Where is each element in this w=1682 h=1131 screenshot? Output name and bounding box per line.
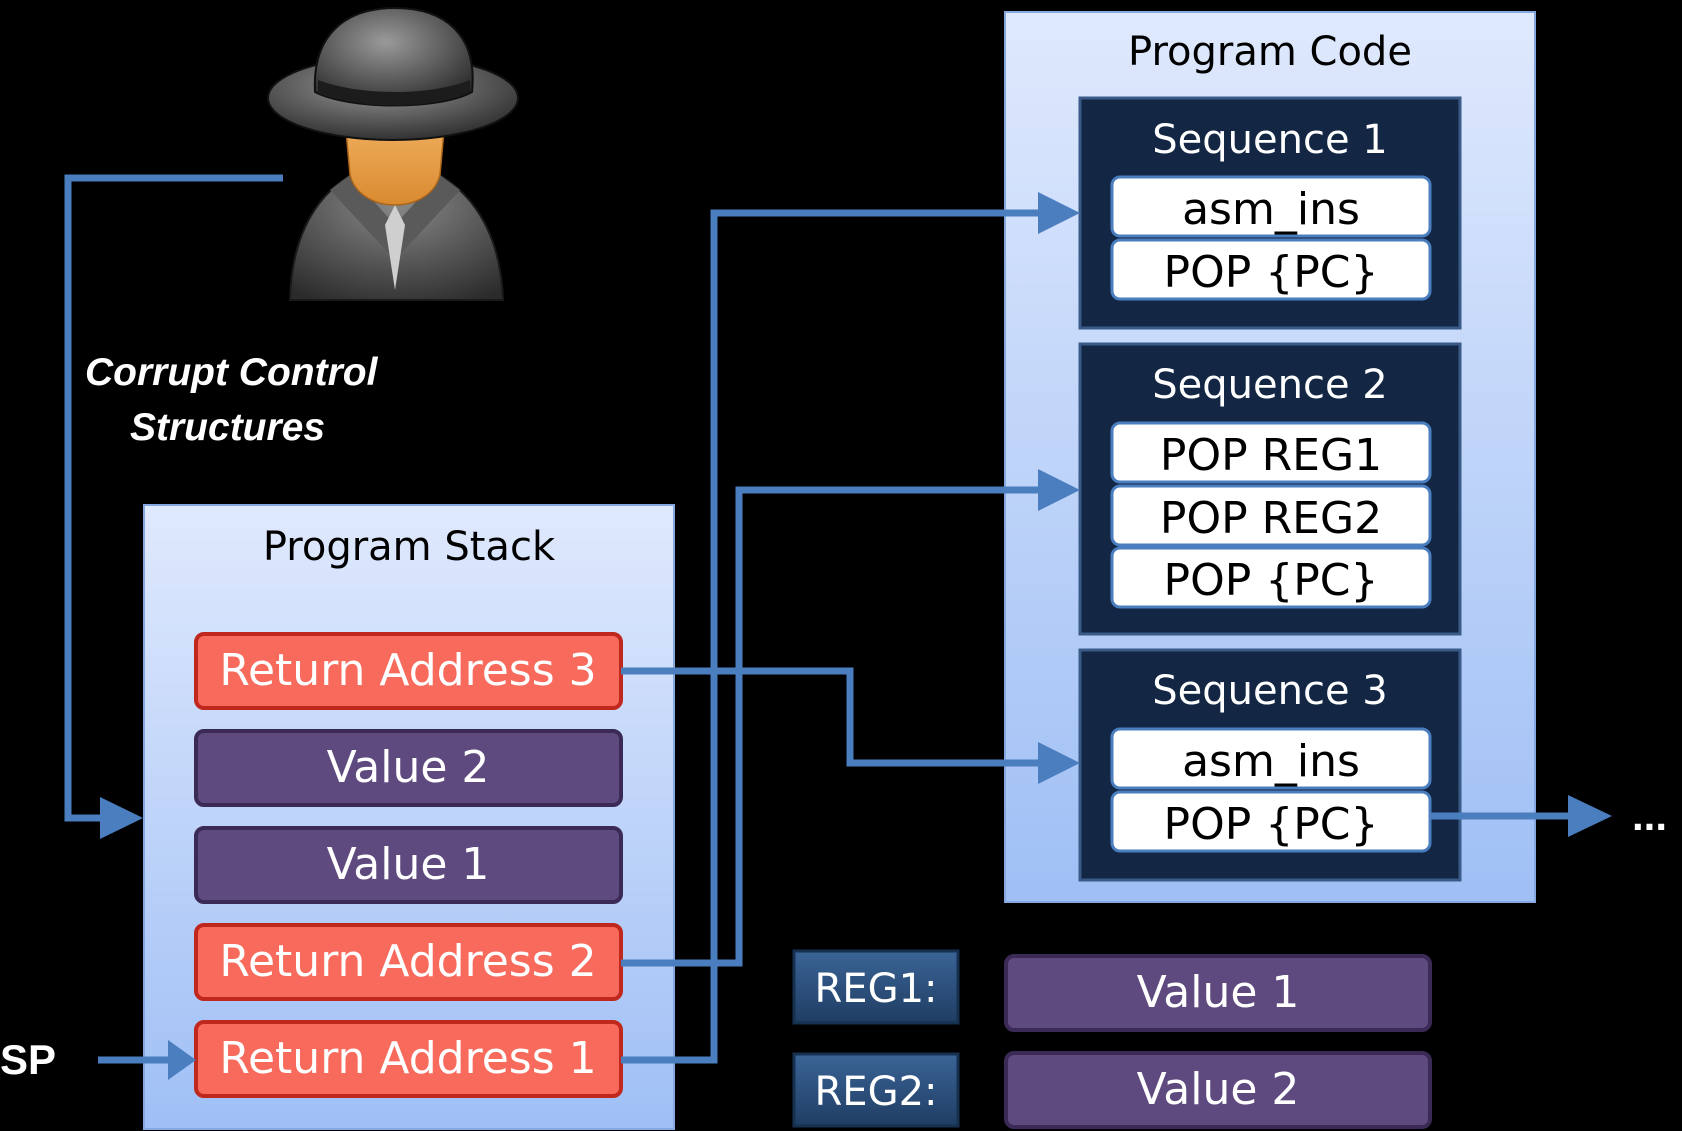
stack-entry: Value 2	[194, 729, 623, 807]
stack-entry: Return Address 2	[194, 923, 623, 1001]
register-name: REG1:	[815, 966, 938, 1012]
instruction: asm_ins	[1110, 727, 1432, 790]
sequence-title: Sequence 3	[1152, 668, 1387, 714]
instruction-label: asm_ins	[1182, 184, 1360, 235]
instruction-label: POP {PC}	[1164, 247, 1379, 298]
program-code-title: Program Code	[1128, 29, 1412, 75]
return-address-1-arrow-line	[621, 209, 1040, 1064]
stack-entry-label: Value 2	[327, 742, 490, 793]
continuation-ellipsis: ...	[1632, 792, 1667, 839]
return-address-2-arrow-line	[621, 486, 1040, 967]
stack-entry: Value 1	[194, 826, 623, 904]
instruction: POP REG1	[1110, 421, 1432, 484]
sequence-2-arrowhead	[1038, 469, 1080, 511]
stack-entry: Return Address 3	[194, 632, 623, 710]
register-1: REG1: Value 1	[792, 949, 1432, 1032]
instruction: POP {PC}	[1110, 238, 1432, 301]
sequence-1-arrowhead	[1038, 192, 1080, 234]
instruction: POP REG2	[1110, 484, 1432, 547]
stack-entry-label: Return Address 1	[219, 1033, 596, 1084]
attacker-arrowhead	[100, 797, 143, 839]
attacker-label-line2: Structures	[130, 406, 325, 449]
stack-entry-label: Return Address 3	[219, 645, 596, 696]
instruction-label: POP {PC}	[1164, 555, 1379, 606]
instruction-label: asm_ins	[1182, 736, 1360, 787]
stack-entry: Return Address 1	[194, 1020, 623, 1098]
attacker-label-line1: Corrupt Control	[85, 351, 379, 394]
stack-entry-label: Return Address 2	[219, 936, 596, 987]
instruction: POP {PC}	[1110, 546, 1432, 609]
instruction-label: POP REG2	[1160, 493, 1382, 544]
sequence-3-arrowhead	[1038, 742, 1080, 784]
register-value: Value 1	[1137, 967, 1300, 1018]
sp-label: SP	[0, 1036, 56, 1083]
register-value: Value 2	[1137, 1064, 1300, 1115]
instruction-label: POP {PC}	[1164, 799, 1379, 850]
spy-icon	[267, 6, 519, 301]
instruction: POP {PC}	[1110, 790, 1432, 853]
register-2: REG2: Value 2	[792, 1051, 1432, 1129]
sequence-title: Sequence 1	[1152, 117, 1387, 163]
register-name: REG2:	[815, 1069, 938, 1115]
instruction: asm_ins	[1110, 175, 1432, 238]
attacker-arrow-line	[64, 174, 283, 822]
instruction-label: POP REG1	[1160, 430, 1382, 481]
stack-entry-label: Value 1	[327, 839, 490, 890]
return-address-3-arrow-line	[621, 667, 1040, 767]
continuation-arrowhead	[1568, 795, 1612, 837]
sp-arrowhead	[168, 1040, 196, 1080]
program-stack-title: Program Stack	[263, 524, 556, 570]
sequence-title: Sequence 2	[1152, 362, 1387, 408]
